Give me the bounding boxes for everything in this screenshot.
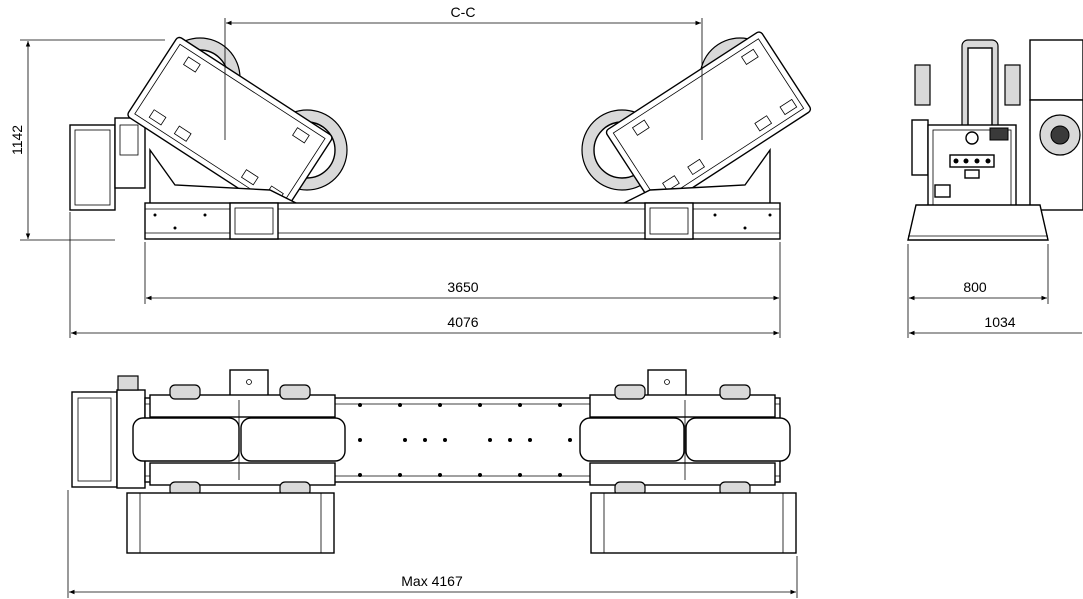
dim-overall-length: 4076 <box>447 314 478 330</box>
top-view <box>71 369 797 554</box>
end-view <box>907 39 1083 241</box>
dim-end-base-width: 800 <box>963 279 987 295</box>
side-view <box>69 31 812 240</box>
dim-end-overall-width: 1034 <box>984 314 1015 330</box>
dim-top-max-length: Max 4167 <box>401 573 463 589</box>
beam-holes <box>358 403 572 477</box>
side-view-dimensions: C-C 1142 3650 4076 <box>9 4 781 338</box>
dim-base-length: 3650 <box>447 279 478 295</box>
end-view-dimensions: 800 1034 <box>907 244 1082 338</box>
top-view-dimensions: Max 4167 <box>67 490 798 598</box>
dim-height: 1142 <box>9 125 25 155</box>
dim-center-distance: C-C <box>451 4 476 20</box>
